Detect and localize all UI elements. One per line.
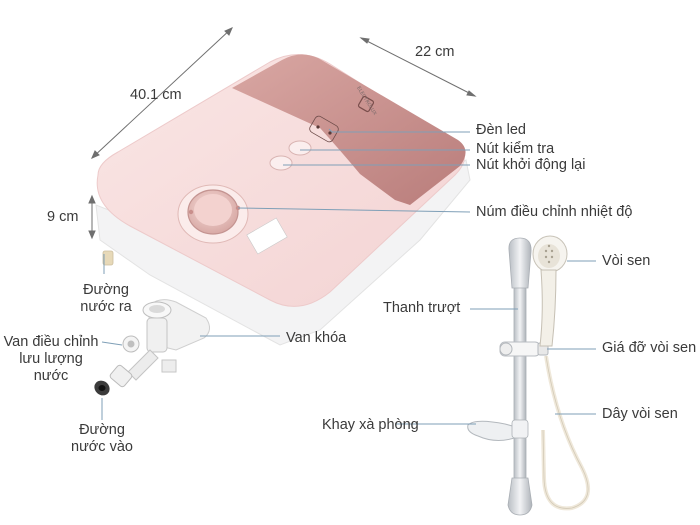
restart-button-shape xyxy=(269,155,293,171)
label-flow-valve: Van điều chỉnh lưu lượng nước xyxy=(0,334,102,385)
label-shower-head: Vòi sen xyxy=(602,253,651,269)
test-button-shape xyxy=(288,140,312,156)
label-flow-valve-line1: Van điều chỉnh xyxy=(3,334,99,350)
dimension-lines xyxy=(88,27,477,240)
label-water-outlet-line2: nước ra xyxy=(80,299,132,315)
label-soap-tray: Khay xà phòng xyxy=(322,417,419,433)
label-test-button: Nút kiểm tra xyxy=(476,141,555,157)
label-shutoff-valve: Van khóa xyxy=(286,330,347,346)
label-water-outlet: Đường nước ra xyxy=(74,282,138,316)
label-shower-hose: Dây vòi sen xyxy=(602,406,678,422)
label-water-inlet-line1: Đường xyxy=(79,422,125,438)
label-flow-valve-line2: lưu lượng xyxy=(19,351,83,367)
label-water-inlet: Đường nước vào xyxy=(58,422,146,456)
dimension-length: 40.1 cm xyxy=(130,87,182,103)
dimension-depth: 9 cm xyxy=(47,209,79,225)
label-shower-holder: Giá đỡ vòi sen xyxy=(602,340,697,356)
led-indicator xyxy=(309,115,339,143)
water-heater xyxy=(95,53,471,346)
label-water-inlet-line2: nước vào xyxy=(71,439,133,455)
label-temperature-knob: Núm điều chỉnh nhiệt độ xyxy=(476,204,633,220)
shower-set xyxy=(467,235,591,516)
spec-sticker xyxy=(246,217,288,255)
label-restart-button: Nút khởi động lại xyxy=(476,157,586,173)
label-water-outlet-line1: Đường xyxy=(83,282,129,298)
label-slide-bar: Thanh trượt xyxy=(383,300,461,316)
temperature-knob-shape xyxy=(177,184,249,244)
label-led: Đèn led xyxy=(476,122,526,138)
callout-lines xyxy=(101,128,596,425)
brand-logo xyxy=(357,95,375,113)
valve-assembly xyxy=(94,299,210,396)
label-flow-valve-line3: nước xyxy=(33,368,69,384)
dimension-width: 22 cm xyxy=(415,44,455,60)
